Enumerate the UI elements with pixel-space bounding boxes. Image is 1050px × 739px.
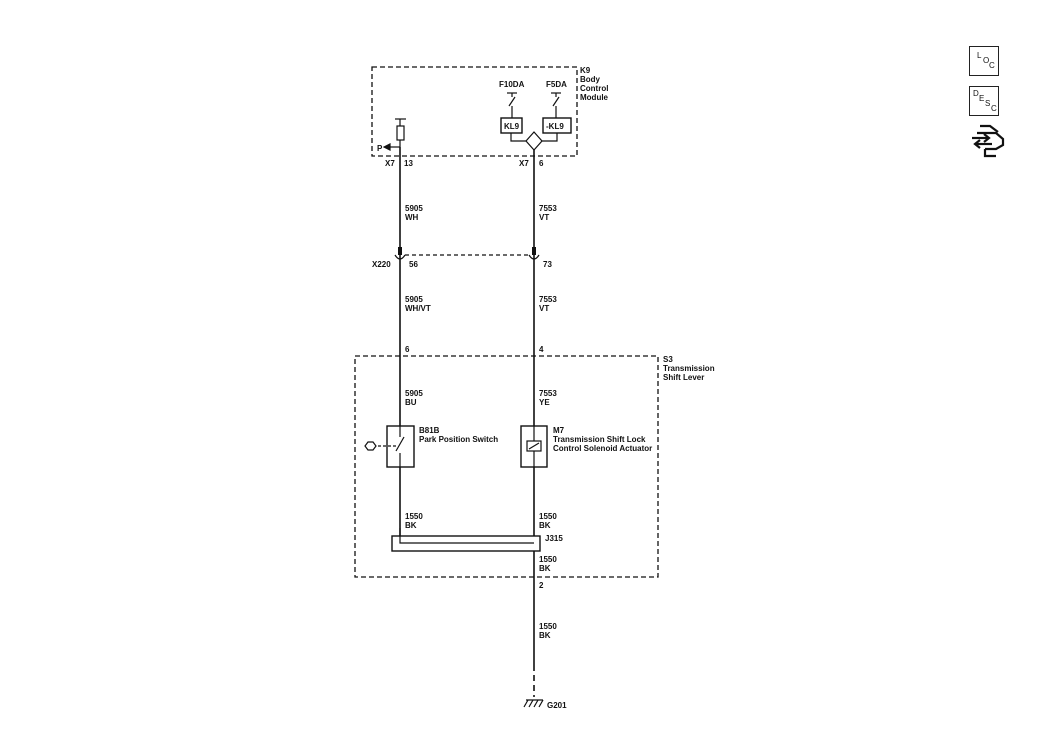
k9-name-line1: Body [580,75,601,84]
x220-pin-left: 56 [409,260,418,269]
loc-letter-o: O [983,56,990,65]
loc-letter-c: C [989,61,995,70]
ground-g201-label: G201 [547,701,567,710]
fuse-f5da-label: F5DA [546,80,567,89]
w4-circuit: 7553 [539,295,557,304]
x7-left-pin: 13 [404,159,413,168]
w6-color: YE [539,398,550,407]
solenoid-coil-icon [526,426,542,467]
x220-connector-icon [394,247,540,260]
m7-id: M7 [553,426,565,435]
w10-circuit: 1550 [539,622,557,631]
w6-circuit: 7553 [539,389,557,398]
s3-pin-right: 4 [539,345,544,354]
w3-color: WH/VT [405,304,431,313]
w8-color: BK [539,521,551,530]
park-switch-contact-icon [364,426,405,467]
k9-name-line3: Module [580,93,609,102]
w2-circuit: 7553 [539,204,557,213]
fuse-right-contact-icon [551,92,561,118]
park-sense-resistor-icon [382,118,406,151]
desc-letter-s: S [985,99,991,108]
s3-module-boundary [354,355,659,578]
w5-circuit: 5905 [405,389,423,398]
s3-pin-left: 6 [405,345,410,354]
x7-right-name: X7 [519,159,529,168]
b81b-id: B81B [419,426,440,435]
driver-node-lines [510,131,558,151]
fuse-left-contact-icon [507,92,517,118]
x7-right-pin: 6 [539,159,544,168]
s3-id: S3 [663,355,673,364]
w9-circuit: 1550 [539,555,557,564]
x7-left-name: X7 [385,159,395,168]
j315-id: J315 [545,534,563,543]
x220-name: X220 [372,260,391,269]
w7-circuit: 1550 [405,512,423,521]
w3-circuit: 5905 [405,295,423,304]
k9-name-line2: Control [580,84,608,93]
k9-id: K9 [580,66,591,75]
s3-name-line2: Shift Lever [663,373,704,382]
desc-letter-d: D [973,89,979,98]
k9-module-boundary [371,66,578,157]
w8-circuit: 1550 [539,512,557,521]
loc-letter-l: L [977,51,982,60]
relay-kl9-label: KL9 [504,122,520,131]
ground-symbol-icon [523,699,544,708]
w1-circuit: 5905 [405,204,423,213]
s3-name-line1: Transmission [663,364,715,373]
park-p-label: P [377,144,383,153]
w7-color: BK [405,521,417,530]
w1-color: WH [405,213,419,222]
w2-color: VT [539,213,549,222]
desc-letter-e: E [979,94,985,103]
description-button[interactable]: D E S C [969,86,999,116]
w9-color: BK [539,564,551,573]
w5-color: BU [405,398,417,407]
b81b-name: Park Position Switch [419,435,498,444]
fuse-f10da-label: F10DA [499,80,525,89]
x220-pin-right: 73 [543,260,552,269]
m7-name-line2: Control Solenoid Actuator [553,444,652,453]
w10-color: BK [539,631,551,640]
relay-neg-kl9-label: -KL9 [546,122,564,131]
location-button[interactable]: L O C [969,46,999,76]
lower-pin: 2 [539,581,544,590]
w4-color: VT [539,304,549,313]
j315-splice-bus [399,528,534,544]
m7-name-line1: Transmission Shift Lock [553,435,646,444]
desc-letter-c: C [991,104,997,113]
